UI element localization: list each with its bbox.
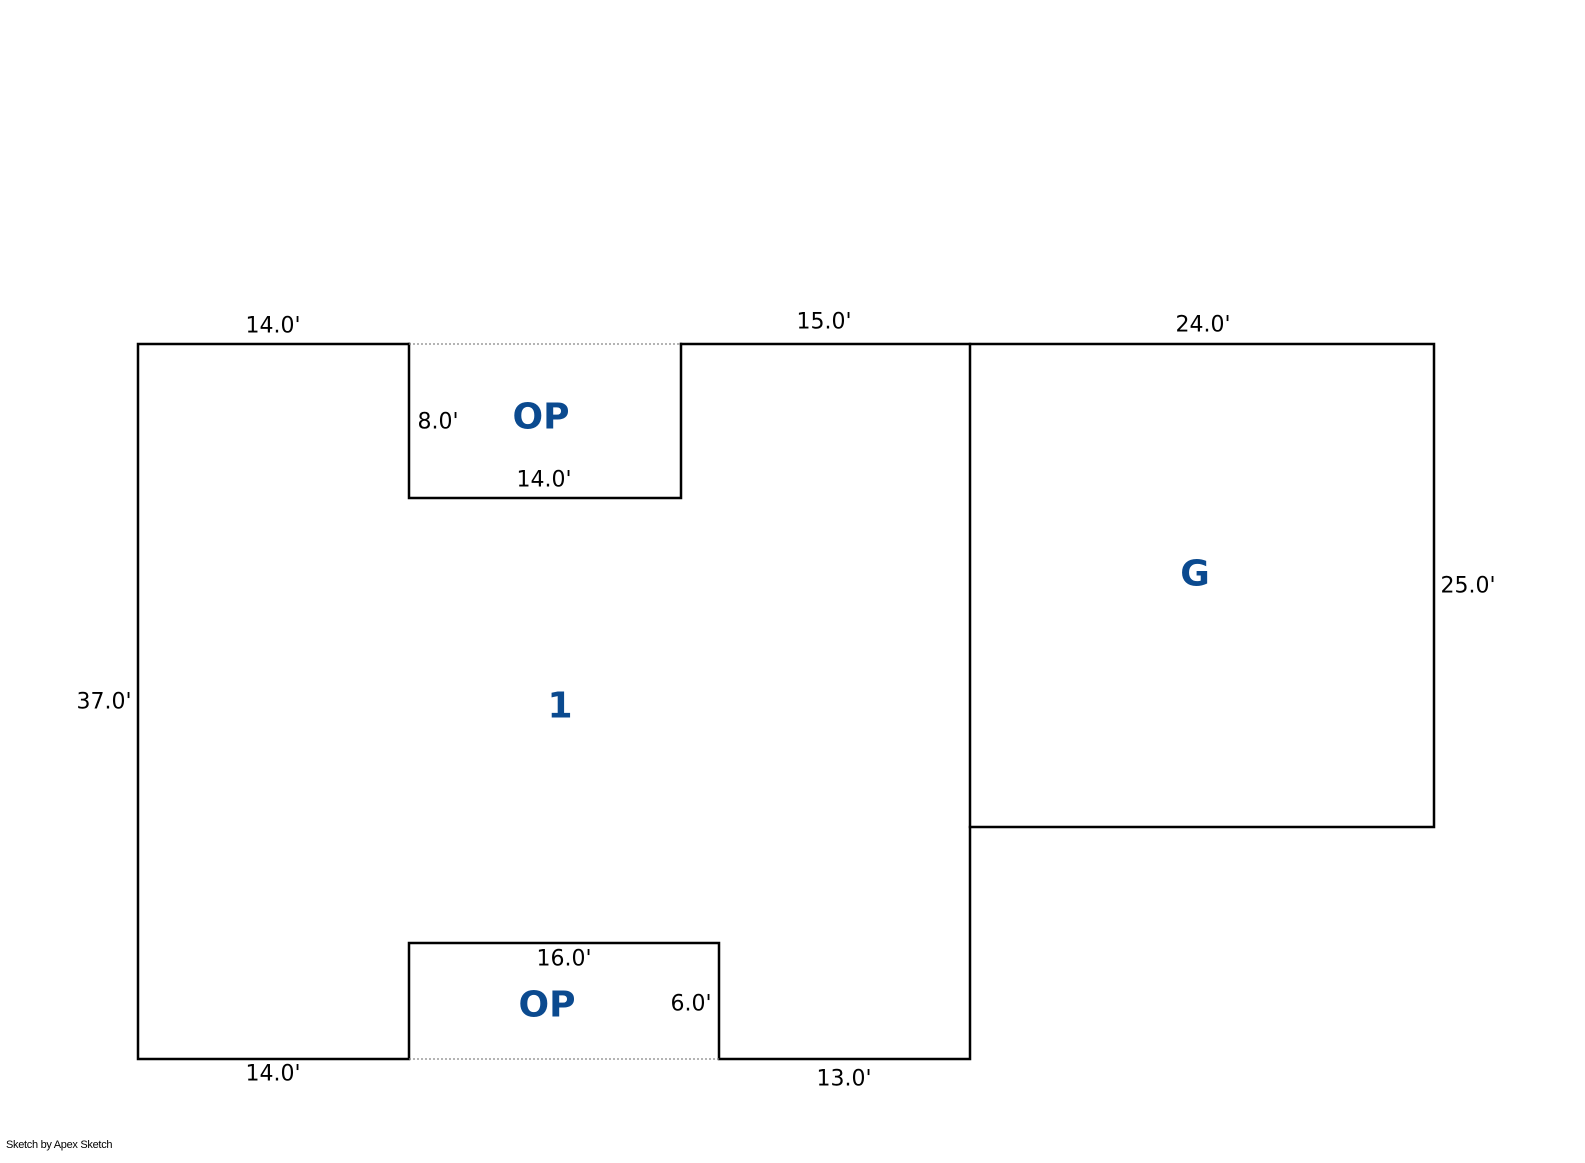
dim-top-middle: 15.0' bbox=[796, 309, 852, 335]
dim-op-top-bottom: 14.0' bbox=[516, 467, 572, 493]
dim-garage-right: 25.0' bbox=[1440, 573, 1496, 599]
area-label-main: 1 bbox=[547, 685, 573, 727]
dim-op-top-side: 8.0' bbox=[417, 409, 459, 435]
area-label-garage: G bbox=[1180, 553, 1210, 595]
main-outline bbox=[136, 342, 972, 1061]
area-label-op-bottom: OP bbox=[518, 984, 576, 1026]
dim-main-left: 37.0' bbox=[76, 689, 132, 715]
area-label-op-top: OP bbox=[512, 396, 570, 438]
dim-op-bottom-top: 16.0' bbox=[536, 946, 592, 972]
dim-op-bottom-side: 6.0' bbox=[670, 991, 712, 1017]
dim-bottom-right: 13.0' bbox=[816, 1066, 872, 1092]
op-top-outline bbox=[407, 342, 683, 500]
dim-bottom-left: 14.0' bbox=[245, 1061, 301, 1087]
garage-outline bbox=[968, 342, 1436, 829]
credit-text: Sketch by Apex Sketch bbox=[6, 1139, 113, 1151]
dim-top-left: 14.0' bbox=[245, 313, 301, 339]
dim-garage-top: 24.0' bbox=[1175, 312, 1231, 338]
